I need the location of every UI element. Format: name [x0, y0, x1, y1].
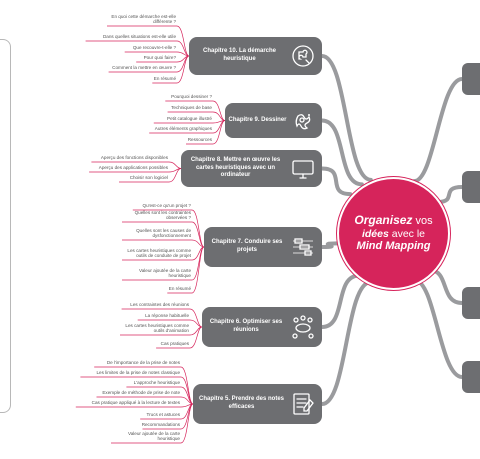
center-word-idees: idées — [361, 227, 389, 240]
leaf-topic[interactable]: Recommandations — [141, 422, 180, 427]
right-branch — [413, 278, 464, 379]
chapter-branch — [320, 166, 353, 197]
leaf-connector — [189, 308, 203, 328]
leaf-connector — [189, 326, 203, 349]
leaf-topic[interactable]: Trucs et astuces — [146, 412, 180, 417]
leaf-connector — [191, 221, 205, 248]
gantt-icon — [290, 234, 316, 260]
chapter-box[interactable]: Chapitre 6. Optimiser ses réunions — [202, 307, 322, 347]
central-topic[interactable]: Organisez vos idées avec le Mind Mapping — [337, 177, 450, 290]
leaf-topic[interactable]: Qu'est-ce qu'un projet ? — [142, 203, 192, 208]
leaf-connector — [191, 209, 205, 248]
leaf-topic[interactable]: Que recouvre-t-elle ? — [132, 45, 176, 50]
chapter-box[interactable]: Chapitre 5. Prendre des notes efficaces — [193, 384, 322, 424]
leaf-topic[interactable]: Petit catalogue illustré — [167, 116, 212, 121]
left-panel-frame — [0, 39, 11, 413]
chapter-branch — [320, 273, 361, 329]
chapter-box[interactable]: Chapitre 10. La démarche heuristique — [189, 37, 322, 75]
paint-splash-icon — [290, 108, 316, 134]
leaf-connector — [189, 319, 203, 328]
leaf-connector — [176, 55, 190, 84]
chapter-box[interactable]: Chapitre 9. Dessiner — [225, 103, 322, 138]
chapter-title: Chapitre 8. Mettre en œuvre les cartes h… — [190, 156, 281, 179]
leaf-topic[interactable]: Quelles sont les causes de dysfonctionne… — [136, 228, 191, 239]
leaf-connector — [168, 168, 182, 183]
leaf-topic[interactable]: Dans quelles situations est-elle utile — [102, 34, 176, 39]
chapter-title: Chapitre 6. Optimiser ses réunions — [209, 319, 283, 333]
leaf-connector — [180, 403, 194, 430]
center-word-mind-mapping: Mind Mapping — [356, 240, 431, 253]
leaf-topic[interactable]: Les cartes heuristiques comme outils d'a… — [125, 323, 189, 334]
center-word-vos: vos — [415, 214, 433, 227]
chapter-branch — [320, 54, 373, 182]
right-branch — [435, 185, 464, 205]
chapter-branch — [320, 118, 364, 187]
leaf-topic[interactable]: Comment la mettre en œuvre ? — [112, 65, 176, 70]
notes-icon — [290, 391, 316, 417]
leaf-connector — [176, 25, 190, 57]
center-word-organisez: Organisez — [354, 212, 413, 227]
leaf-topic[interactable]: Les contraintes des réunions — [130, 302, 189, 307]
leaf-connector — [191, 246, 205, 294]
right-branch-box-2[interactable] — [462, 171, 480, 203]
leaf-topic[interactable]: Autres éléments graphiques — [154, 126, 212, 131]
chapter-title: Chapitre 9. Dessiner — [228, 116, 287, 123]
leaf-connector — [212, 100, 226, 121]
chapter-title: Chapitre 5. Prendre des notes efficaces — [198, 396, 285, 410]
chapter-box[interactable]: Chapitre 8. Mettre en œuvre les cartes h… — [181, 150, 322, 187]
leaf-topic[interactable]: Cas pratique appliqué à la lecture de te… — [91, 400, 180, 405]
right-branch-box-3[interactable] — [462, 287, 480, 319]
leaf-topic[interactable]: L'approche heuristique — [133, 380, 180, 385]
leaf-connector — [212, 120, 226, 145]
leaf-topic[interactable]: Valeur ajoutée de la carte heuristique — [138, 268, 191, 279]
meeting-icon — [290, 314, 316, 340]
leaf-topic[interactable]: Choisir son logiciel — [129, 175, 168, 180]
leaf-topic[interactable]: Ressources — [187, 137, 212, 142]
leaf-topic[interactable]: Cas pratiques — [160, 341, 189, 346]
right-branch — [412, 77, 464, 184]
leaf-topic[interactable]: Aperçu des fonctions disponibles — [100, 155, 168, 160]
chapter-box[interactable]: Chapitre 7. Conduire ses projets — [204, 227, 322, 267]
leaf-topic[interactable]: De l'importance de la prise de notes — [106, 360, 180, 365]
leaf-topic[interactable]: Les limites de la prise de notes classiq… — [96, 370, 181, 375]
leaf-topic[interactable]: Valeur ajoutée de la carte heuristique — [127, 431, 180, 442]
right-branch-box-4[interactable] — [462, 361, 480, 393]
leaf-topic[interactable]: Pour quoi faire? — [143, 55, 176, 60]
leaf-topic[interactable]: Pourquoi dessiner ? — [171, 94, 212, 99]
leaf-topic[interactable]: Techniques de base — [171, 105, 212, 110]
chapter-title: Chapitre 7. Conduire ses projets — [211, 239, 283, 253]
leaf-topic[interactable]: En résumé — [153, 76, 176, 81]
chapter-branch — [320, 241, 340, 249]
leaf-topic[interactable]: En résumé — [168, 286, 191, 291]
puzzle-icon — [290, 43, 316, 69]
leaf-topic[interactable]: Aperçu des applications possibles — [98, 165, 168, 170]
center-word-avec-le: avec le — [391, 227, 426, 240]
right-branch-box-1[interactable] — [462, 63, 480, 95]
leaf-topic[interactable]: Exemple de méthode de prise de note — [102, 390, 180, 395]
chapter-title: Chapitre 10. La démarche heuristique — [202, 48, 277, 62]
leaf-topic[interactable]: Les cartes heuristiques comme outils de … — [127, 248, 191, 259]
monitor-icon — [290, 156, 316, 182]
leaf-connector — [191, 239, 205, 248]
leaf-topic[interactable]: En quoi cette démarche est-elle différen… — [111, 14, 176, 25]
leaf-connector — [168, 161, 182, 169]
leaf-connector — [180, 403, 194, 444]
leaf-topic[interactable]: Quelles sont les contraintes observées ? — [134, 210, 191, 221]
leaf-connector — [180, 366, 194, 405]
leaf-topic[interactable]: La réponse habituelle — [145, 313, 189, 318]
right-branch — [427, 268, 464, 305]
chapter-branch — [320, 280, 373, 406]
